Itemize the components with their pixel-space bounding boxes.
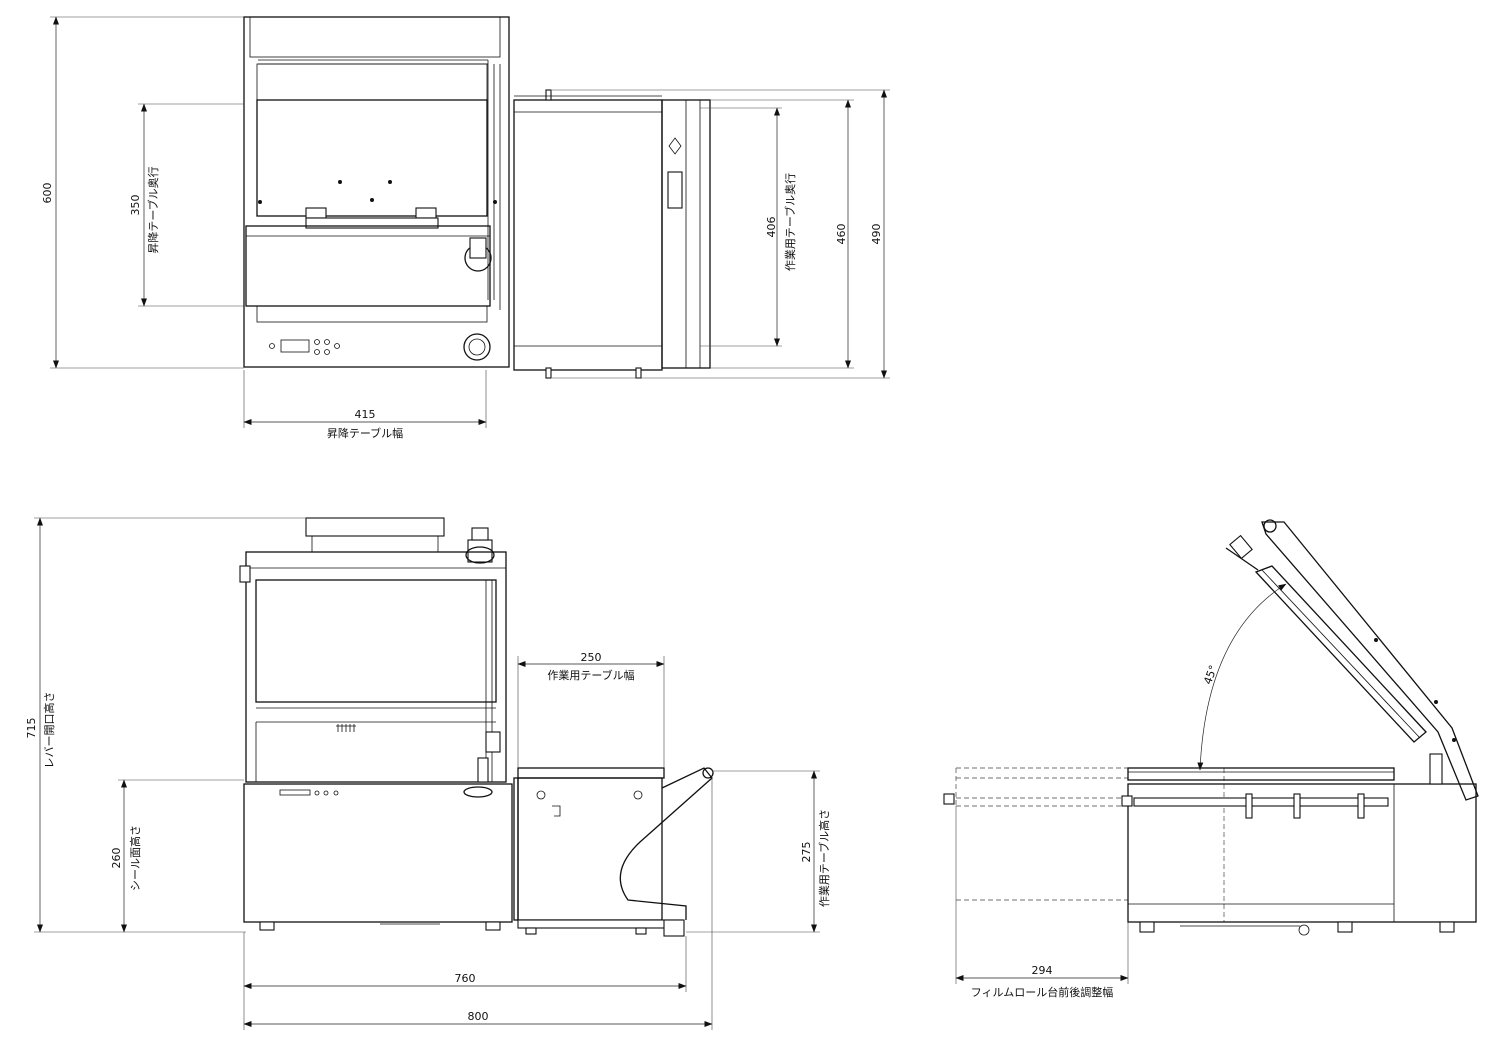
dim-406-label: 作業用テーブル奥行 bbox=[783, 173, 797, 271]
dim-715-label: レバー開口高さ bbox=[42, 692, 56, 769]
dim-294-label: フィルムロール台前後調整幅 bbox=[971, 985, 1114, 999]
side-view: 45° 294 フィルムロール台前後調整幅 bbox=[943, 519, 1479, 999]
dim-715-value: 715 bbox=[25, 718, 38, 739]
dim-350-label: 昇降テーブル奥行 bbox=[146, 166, 160, 253]
dim-800-value: 800 bbox=[468, 1010, 489, 1023]
dim-415-label: 昇降テーブル幅 bbox=[327, 426, 403, 440]
dim-490-value: 490 bbox=[870, 224, 883, 245]
dim-350-value: 350 bbox=[129, 195, 142, 216]
dim-600-value: 600 bbox=[41, 183, 54, 204]
front-view: 715 レバー開口高さ 260 シール面高さ 250 作業用テーブル幅 275 … bbox=[25, 517, 831, 1030]
dim-760-value: 760 bbox=[455, 972, 476, 985]
dim-250-value: 250 bbox=[581, 651, 602, 664]
dim-250-label: 作業用テーブル幅 bbox=[547, 668, 634, 682]
dim-294-value: 294 bbox=[1032, 964, 1053, 977]
dim-275-value: 275 bbox=[800, 842, 813, 863]
dim-415-value: 415 bbox=[355, 408, 376, 421]
dim-45-angle: 45° bbox=[1201, 663, 1220, 686]
dim-260-label: シール面高さ bbox=[128, 825, 142, 891]
dim-275-label: 作業用テーブル高さ bbox=[817, 809, 831, 907]
dim-460-value: 460 bbox=[835, 224, 848, 245]
dim-260-value: 260 bbox=[110, 848, 123, 869]
dim-406-value: 406 bbox=[765, 217, 778, 238]
top-view: 600 350 昇降テーブル奥行 415 昇降テーブル幅 406 作業用テーブル… bbox=[41, 16, 890, 440]
